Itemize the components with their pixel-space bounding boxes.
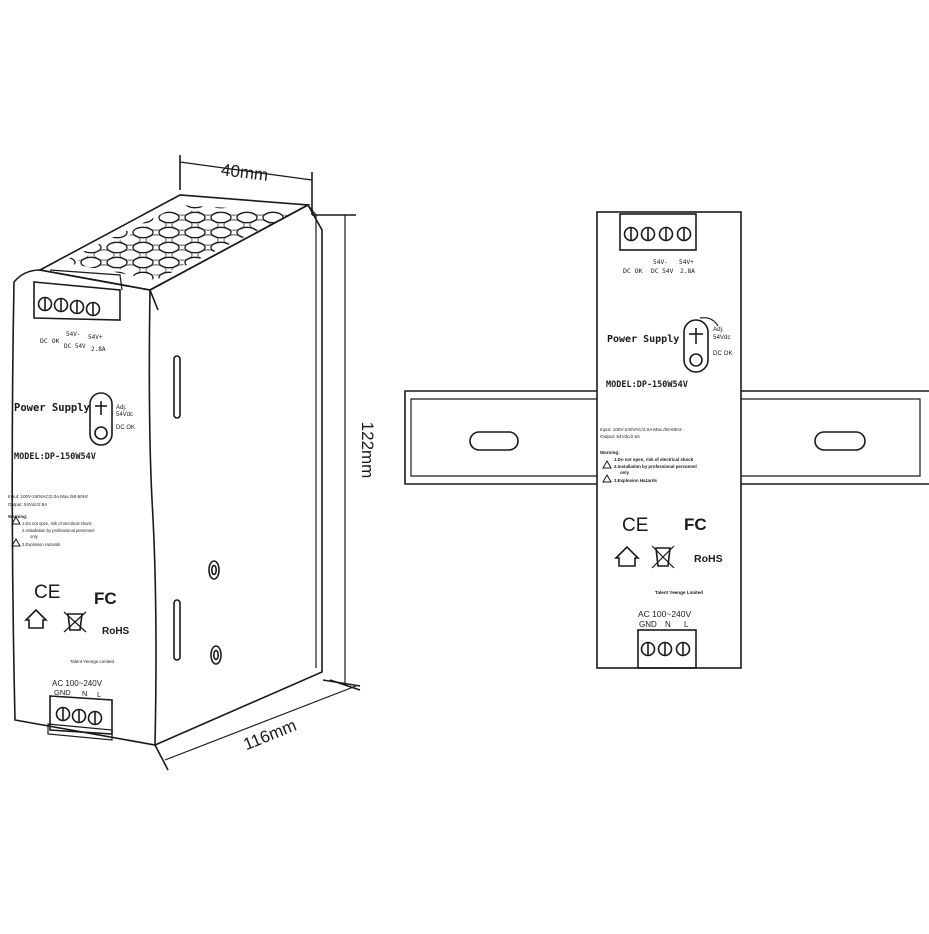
adj-knob-slot [89,392,113,446]
front-output-terminal [619,213,697,251]
front-out-current: 2.8A [680,268,695,275]
din-rail-left [404,390,597,485]
iso-input: Input: 100V-240VAC/2.0A Max./50-60Hz [8,494,89,499]
front-dc-ok-led [689,353,703,367]
iso-n: N [82,689,87,698]
weee-bin-icon [67,613,83,631]
side-hole-top [208,560,220,580]
front-l: L [684,620,689,629]
iso-warning-title: Warning: [8,514,28,519]
iso-ac-in: AC 100~240V [52,679,103,688]
iso-l: L [97,690,101,699]
depth-dimension [154,679,361,771]
iso-maker: Talent Yeenge Limited [70,659,115,664]
output-terminal-block [33,281,121,321]
isometric-view [11,155,361,771]
front-weee-bin-icon [655,547,671,567]
iso-out-v-neg: 54V- [66,331,80,338]
side-slot-bottom [173,599,181,661]
side-hole-bottom [210,645,222,665]
front-n: N [665,620,671,629]
house-icon [24,608,48,629]
iso-warning-2: 2.Installation by professional personnel [22,528,94,533]
iso-gnd: GND [54,688,71,697]
iso-warning-3: 3.Explosion Hazards [22,542,60,547]
front-out-v-pos: 54V+ [679,259,694,266]
terminal-screw-1 [37,296,53,312]
width-label: 40mm [220,160,269,185]
rail-slot-1 [469,431,519,451]
front-warning-2: 2.Installation by professional personnel [614,464,697,469]
iso-out-current: 2.8A [91,346,106,353]
iso-rohs-mark: RoHS [102,626,130,637]
front-warning-3: 3.Explosion Hazards [614,478,658,483]
terminal-screw-3 [69,299,85,315]
front-out-v-neg: 54V- [653,259,668,266]
iso-warning-1: 1.Do not open, risk of electrical shock [22,521,92,526]
front-face [11,269,157,746]
front-title: Power Supply [607,334,679,345]
terminal-screw-2 [53,297,69,313]
iso-model: MODEL:DP-150W54V [14,452,96,462]
front-input-terminal [637,629,697,669]
input-screw-2 [71,708,87,724]
height-dimension [312,214,361,687]
rail-slot-2 [814,431,866,451]
front-model: MODEL:DP-150W54V [606,380,688,390]
iso-title: Power Supply [14,402,91,414]
dc-ok-led [94,426,108,440]
iso-ce-mark: CE [34,582,60,603]
front-output: Output: 54Vdc/2.8A [600,434,641,439]
front-input: Input: 100V-240VAC/2.0A Max./50-60Hz [600,427,683,432]
front-house-icon [614,545,640,567]
front-ce-mark: CE [622,515,648,536]
iso-out-v-pos: 54V+ [88,334,103,341]
front-out-led: DC OK [623,267,643,275]
terminal-screw-4 [85,301,101,317]
front-ac-in: AC 100~240V [638,609,691,619]
iso-output: Output: 54Vdc/2.8A [8,502,47,507]
front-view-labels: DC OK 54V- 54V+ DC 54V 2.8A Power Supply… [600,259,733,629]
front-out-spec: DC 54V [651,268,674,275]
iso-dc-ok: DC OK [116,425,135,431]
front-rohs-mark: RoHS [694,553,723,565]
iso-fc-mark: FC [94,589,117,608]
front-gnd: GND [639,620,657,629]
height-label: 122mm [358,422,377,479]
front-view-on-din-rail [404,211,929,669]
front-adj: Adj. [713,326,724,333]
front-dc-ok: DC OK [713,350,733,357]
iso-warning-2b: only [30,534,39,539]
front-fc-mark: FC [684,515,707,534]
front-warning-1: 1.Do not open, risk of electrical shock [614,457,694,462]
iso-adj: Adj. [116,405,127,411]
front-maker: Talent Yeenge Limited [655,590,703,595]
din-rail-right [741,390,929,485]
front-warning-title: Warning: [600,450,620,455]
front-device-body [596,211,742,669]
depth-label: 116mm [241,716,300,754]
front-adj-value: 54Vdc [713,334,731,341]
side-face [149,203,323,746]
iso-adj-value: 54Vdc [116,412,133,418]
side-slot-top [173,355,181,419]
iso-out-spec: DC 54V [64,343,86,350]
input-screw-1 [55,706,71,722]
iso-out-led: DC OK [40,337,60,345]
width-dimension [179,155,313,215]
front-warning-2b: only [620,470,630,475]
front-adj-knob [683,319,709,373]
input-screw-3 [87,710,103,726]
